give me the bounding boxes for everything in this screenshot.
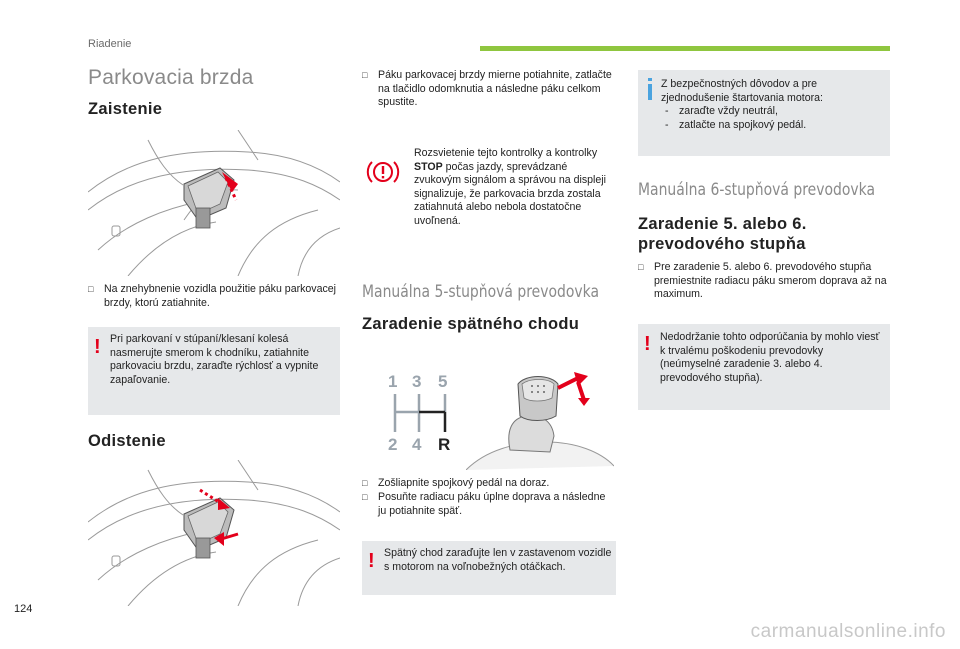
exclamation-icon: ! bbox=[368, 550, 375, 572]
parking-warning-text: Pri parkovaní v stúpaní/klesaní kolesá n… bbox=[110, 333, 319, 386]
gear-label-r: R bbox=[438, 435, 451, 454]
gear-label-2: 2 bbox=[388, 435, 398, 454]
parking-alert-text: Rozsvietenie tejto kontrolky a kontrolky… bbox=[414, 147, 606, 227]
release-step: □ Páku parkovacej brzdy mierne potiahnit… bbox=[362, 69, 612, 109]
parking-brake-release-illustration bbox=[88, 460, 340, 606]
exclamation-icon: ! bbox=[644, 333, 651, 355]
section-accent-bar bbox=[480, 46, 890, 51]
square-bullet-icon: □ bbox=[638, 262, 644, 272]
parking-brake-engage-illustration bbox=[88, 130, 340, 276]
gear-knob-illustration bbox=[466, 372, 614, 470]
info-item: zatlačte na spojkový pedál. bbox=[661, 119, 883, 133]
reverse-heading: Zaradenie spätného chodu bbox=[362, 315, 580, 333]
reverse-step-1: □ Zošliapnite spojkový pedál na doraz. bbox=[362, 477, 550, 489]
gear-label-4: 4 bbox=[412, 435, 422, 454]
square-bullet-icon: □ bbox=[362, 492, 368, 502]
page-title: Parkovacia brzda bbox=[88, 66, 254, 89]
gear56-warning-text: Nedodržanie tohto odporúčania by mohlo v… bbox=[660, 331, 880, 384]
parking-brake-alert-icon bbox=[366, 161, 400, 183]
info-text: Z bezpečnostných dôvodov a pre zjednoduš… bbox=[661, 78, 883, 132]
reverse-step-2: □ Posuňte radiacu páku úplne doprava a n… bbox=[362, 491, 606, 517]
engage-heading: Zaistenie bbox=[88, 100, 163, 118]
gearbox5-title: Manuálna 5-stupňová prevodovka bbox=[362, 282, 599, 302]
exclamation-icon: ! bbox=[94, 336, 101, 358]
info-icon-dot bbox=[648, 78, 652, 81]
gear-label-5: 5 bbox=[438, 372, 448, 391]
gear-gate-lines bbox=[393, 394, 447, 432]
section-label: Riadenie bbox=[88, 38, 132, 50]
info-icon bbox=[648, 84, 652, 100]
watermark: carmanualsonline.info bbox=[750, 621, 946, 642]
gear-label-1: 1 bbox=[388, 372, 398, 391]
gear56-warning-box bbox=[638, 324, 890, 410]
reverse-warning-text: Spätný chod zaraďujte len v zastavenom v… bbox=[384, 547, 612, 573]
square-bullet-icon: □ bbox=[362, 478, 368, 488]
reverse-warning-box bbox=[362, 541, 616, 595]
engage-step: □ Na znehybnenie vozidla použitie páku p… bbox=[88, 283, 337, 309]
parking-warning-box bbox=[88, 327, 340, 415]
gear56-step: □ Pre zaradenie 5. alebo 6. prevodového … bbox=[638, 261, 887, 301]
square-bullet-icon: □ bbox=[362, 70, 368, 80]
square-bullet-icon: □ bbox=[88, 284, 94, 294]
info-item: zaraďte vždy neutrál, bbox=[661, 105, 883, 119]
release-heading: Odistenie bbox=[88, 432, 166, 450]
gear56-heading: Zaradenie 5. alebo 6. prevodového stupňa bbox=[638, 215, 807, 253]
gear-label-3: 3 bbox=[412, 372, 422, 391]
gearbox6-title: Manuálna 6-stupňová prevodovka bbox=[638, 180, 875, 200]
page-number: 124 bbox=[14, 603, 33, 615]
